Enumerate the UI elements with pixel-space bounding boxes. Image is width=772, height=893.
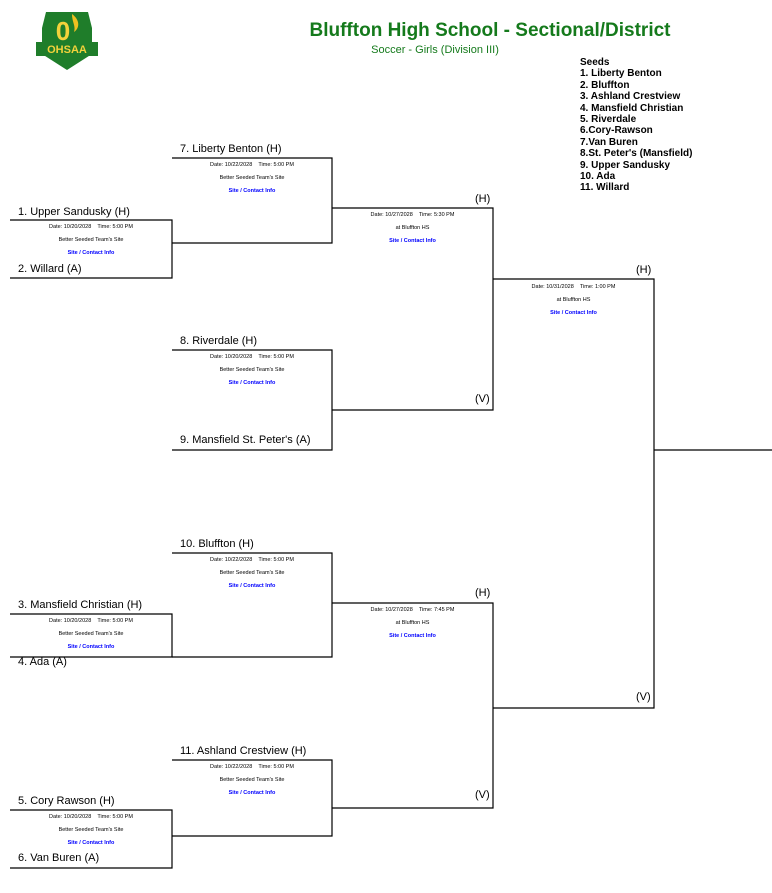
team-upper-sandusky: 1. Upper Sandusky (H) <box>18 206 130 218</box>
game-datetime: Date: 10/27/2028 Time: 7:45 PM <box>370 607 455 613</box>
game-datetime: Date: 10/31/2028 Time: 1:00 PM <box>531 284 616 290</box>
site-contact-link[interactable]: Site / Contact Info <box>550 310 597 316</box>
game-site: Better Seeded Team's Site <box>219 175 285 181</box>
game-datetime: Date: 10/22/2028 Time: 5:00 PM <box>210 764 294 770</box>
site-contact-link[interactable]: Site / Contact Info <box>67 250 115 256</box>
game-datetime: Date: 10/20/2028 Time: 5:00 PM <box>49 618 133 624</box>
seeds-list: Seeds 1. Liberty Benton 2. Bluffton 3. A… <box>580 57 692 194</box>
game-info-r1-3: Date: 10/20/2028 Time: 5:00 PM Better Se… <box>10 814 172 847</box>
game-datetime: Date: 10/20/2028 Time: 5:00 PM <box>49 814 133 820</box>
semi1-home-tag: (H) <box>475 193 491 205</box>
seed-item: 11. Willard <box>580 182 630 194</box>
team-cory-rawson: 5. Cory Rawson (H) <box>18 795 115 807</box>
game-info-r1-2: Date: 10/20/2028 Time: 5:00 PM Better Se… <box>10 618 172 651</box>
game-datetime: Date: 10/22/2028 Time: 5:00 PM <box>210 557 294 563</box>
seed-item: 10. Ada <box>580 171 616 183</box>
seed-item: 3. Ashland Crestview <box>580 91 681 103</box>
team-mansfield-christian: 3. Mansfield Christian (H) <box>18 599 143 611</box>
seed-item: 6.Cory-Rawson <box>580 125 653 137</box>
game-info-final: Date: 10/31/2028 Time: 1:00 PM at Blufft… <box>493 284 654 317</box>
game-info-r2-2: Date: 10/20/2028 Time: 5:00 PM Better Se… <box>172 354 332 387</box>
game-site: Better Seeded Team's Site <box>58 827 124 833</box>
game-site: at Bluffton HS <box>556 297 591 303</box>
team-ashland-crestview: 11. Ashland Crestview (H) <box>180 745 307 757</box>
team-willard: 2. Willard (A) <box>18 263 82 275</box>
page-subtitle: Soccer - Girls (Division III) <box>371 44 499 56</box>
game-info-r2-1: Date: 10/22/2028 Time: 5:00 PM Better Se… <box>172 162 332 195</box>
team-van-buren: 6. Van Buren (A) <box>18 852 100 864</box>
seeds-heading: Seeds <box>580 57 610 68</box>
site-contact-link[interactable]: Site / Contact Info <box>389 633 436 639</box>
site-contact-link[interactable]: Site / Contact Info <box>389 238 436 244</box>
game-info-r2-3: Date: 10/22/2028 Time: 5:00 PM Better Se… <box>172 557 332 590</box>
team-riverdale: 8. Riverdale (H) <box>180 335 258 347</box>
game-site: Better Seeded Team's Site <box>58 237 124 243</box>
seed-item: 5. Riverdale <box>580 114 637 126</box>
semi2-away-tag: (V) <box>475 789 490 801</box>
game-info-r2-4: Date: 10/22/2028 Time: 5:00 PM Better Se… <box>172 764 332 797</box>
game-datetime: Date: 10/22/2028 Time: 5:00 PM <box>210 162 294 168</box>
site-contact-link[interactable]: Site / Contact Info <box>228 583 276 589</box>
page-title: Bluffton High School - Sectional/Distric… <box>309 20 671 41</box>
seed-item: 9. Upper Sandusky <box>580 159 671 171</box>
team-ada: 4. Ada (A) <box>18 656 67 668</box>
seed-item: 1. Liberty Benton <box>580 68 662 80</box>
seed-item: 8.St. Peter's (Mansfield) <box>580 148 693 160</box>
game-site: Better Seeded Team's Site <box>219 777 285 783</box>
seed-item: 2. Bluffton <box>580 79 630 91</box>
game-info-semi-1: Date: 10/27/2028 Time: 5:30 PM at Blufft… <box>332 212 493 245</box>
site-contact-link[interactable]: Site / Contact Info <box>228 188 276 194</box>
svg-text:OHSAA: OHSAA <box>47 44 87 56</box>
game-info-semi-2: Date: 10/27/2028 Time: 7:45 PM at Blufft… <box>332 607 493 640</box>
team-mansfield-st-peters: 9. Mansfield St. Peter's (A) <box>180 434 311 446</box>
final-away-tag: (V) <box>636 691 651 703</box>
team-liberty-benton: 7. Liberty Benton (H) <box>180 143 282 155</box>
site-contact-link[interactable]: Site / Contact Info <box>67 644 115 650</box>
game-site: Better Seeded Team's Site <box>58 631 124 637</box>
game-site: at Bluffton HS <box>395 225 430 231</box>
seed-item: 4. Mansfield Christian <box>580 102 684 114</box>
svg-text:0: 0 <box>56 16 70 46</box>
game-info-r1-1: Date: 10/20/2028 Time: 5:00 PM Better Se… <box>10 224 172 257</box>
site-contact-link[interactable]: Site / Contact Info <box>67 840 115 846</box>
team-bluffton: 10. Bluffton (H) <box>180 538 254 550</box>
game-datetime: Date: 10/20/2028 Time: 5:00 PM <box>49 224 133 230</box>
game-site: Better Seeded Team's Site <box>219 570 285 576</box>
game-site: at Bluffton HS <box>395 620 430 626</box>
game-datetime: Date: 10/20/2028 Time: 5:00 PM <box>210 354 294 360</box>
seed-item: 7.Van Buren <box>580 136 638 148</box>
semi1-away-tag: (V) <box>475 393 490 405</box>
ohsaa-logo: 0 OHSAA <box>36 12 98 70</box>
game-datetime: Date: 10/27/2028 Time: 5:30 PM <box>370 212 455 218</box>
semi2-home-tag: (H) <box>475 587 491 599</box>
site-contact-link[interactable]: Site / Contact Info <box>228 790 276 796</box>
game-site: Better Seeded Team's Site <box>219 367 285 373</box>
site-contact-link[interactable]: Site / Contact Info <box>228 380 276 386</box>
final-home-tag: (H) <box>636 264 652 276</box>
